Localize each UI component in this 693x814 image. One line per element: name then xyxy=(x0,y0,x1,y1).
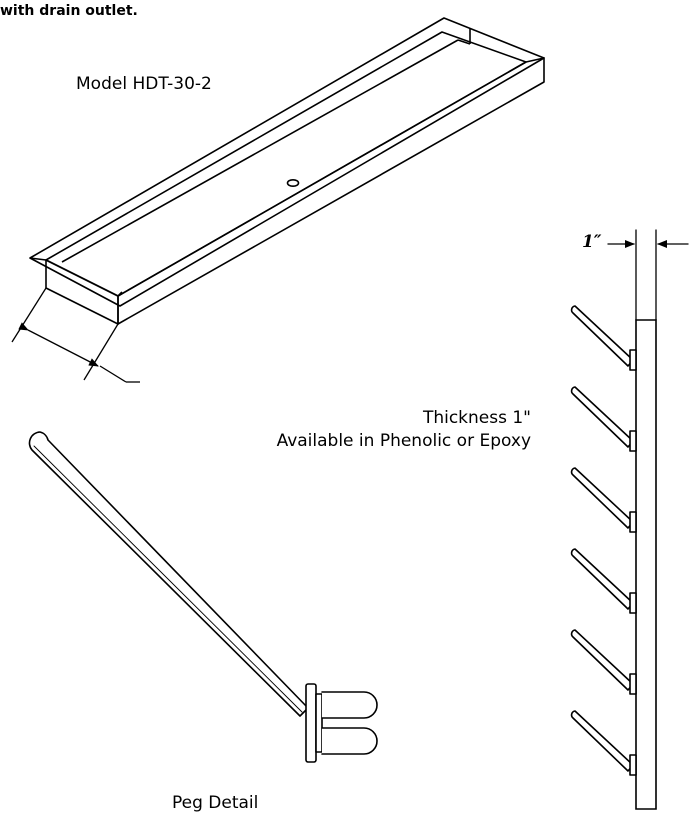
peg-prong-lower xyxy=(322,728,377,754)
rack-peg xyxy=(572,306,636,370)
peg-detail-label: Peg Detail xyxy=(172,793,259,813)
tray-side-face xyxy=(118,58,544,324)
rack-board xyxy=(636,320,656,809)
rack-peg xyxy=(572,630,636,694)
tray-dimension-extension-left xyxy=(12,288,46,342)
tray-rim xyxy=(30,18,544,306)
rack-peg xyxy=(572,549,636,613)
drying-rack-side-view xyxy=(608,230,688,809)
rack-peg xyxy=(572,468,636,532)
peg-prong-upper xyxy=(322,692,377,718)
thickness-label: Thickness 1" xyxy=(422,408,531,428)
peg-rod xyxy=(29,432,308,716)
thickness-dimension-label: 1″ xyxy=(582,232,602,252)
drip-tray xyxy=(12,18,544,382)
tray-dimension-extension-right xyxy=(84,324,118,380)
rack-peg xyxy=(572,387,636,451)
tray-inner-rim xyxy=(46,32,526,296)
tray-front-face xyxy=(46,260,118,324)
tray-dimension-line xyxy=(18,322,99,366)
rack-peg xyxy=(572,711,636,775)
top-caption: with drain outlet. xyxy=(0,3,138,19)
drain-outlet xyxy=(288,180,299,186)
model-label: Model HDT-30-2 xyxy=(76,74,212,94)
peg-mounting-plate xyxy=(306,684,316,762)
material-label: Available in Phenolic or Epoxy xyxy=(276,431,531,451)
peg-detail-drawing xyxy=(29,432,377,762)
rack-pegs xyxy=(572,306,636,775)
